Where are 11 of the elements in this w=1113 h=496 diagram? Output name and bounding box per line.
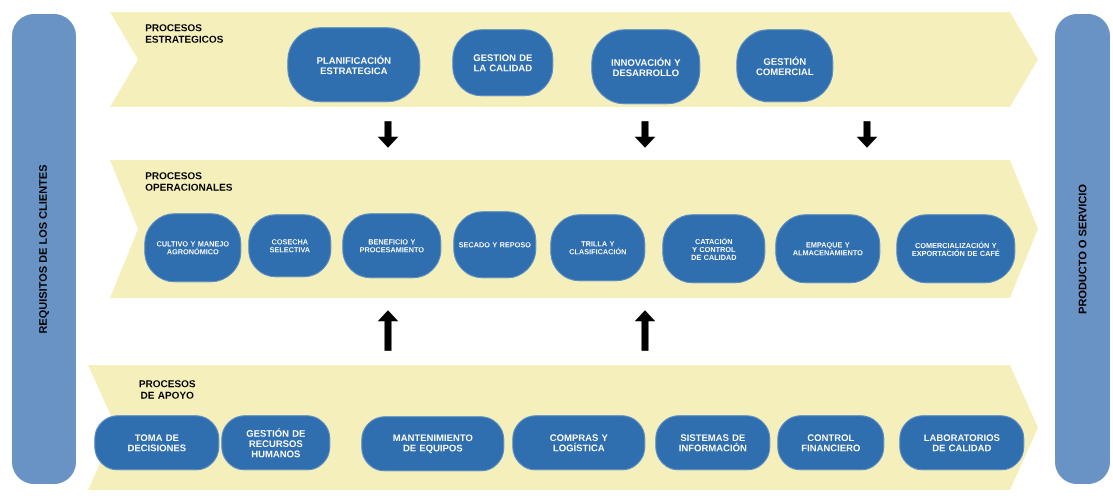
- process-pill: GESTIÓN DE RECURSOS HUMANOS: [221, 415, 331, 471]
- process-pill: GESTIÓN COMERCIAL: [736, 29, 834, 103]
- process-pill: CONTROL FINANCIERO: [777, 415, 885, 471]
- side-bar: PRODUCTO O SERVICIO: [1055, 14, 1110, 484]
- process-pill: LABORATORIOS DE CALIDAD: [899, 415, 1025, 471]
- side-bar: REQUISITOS DE LOS CLIENTES: [12, 14, 76, 484]
- process-pill: SISTEMAS DE INFORMACIÓN: [655, 415, 771, 471]
- process-pill: COMPRAS Y LOGÍSTICA: [512, 415, 646, 471]
- process-pill: MANTENIMIENTO DE EQUIPOS: [361, 416, 505, 472]
- process-pill: TOMA DE DECISIONES: [94, 415, 220, 471]
- process-pill: PLANIFICACIÓN ESTRATEGICA: [287, 27, 421, 103]
